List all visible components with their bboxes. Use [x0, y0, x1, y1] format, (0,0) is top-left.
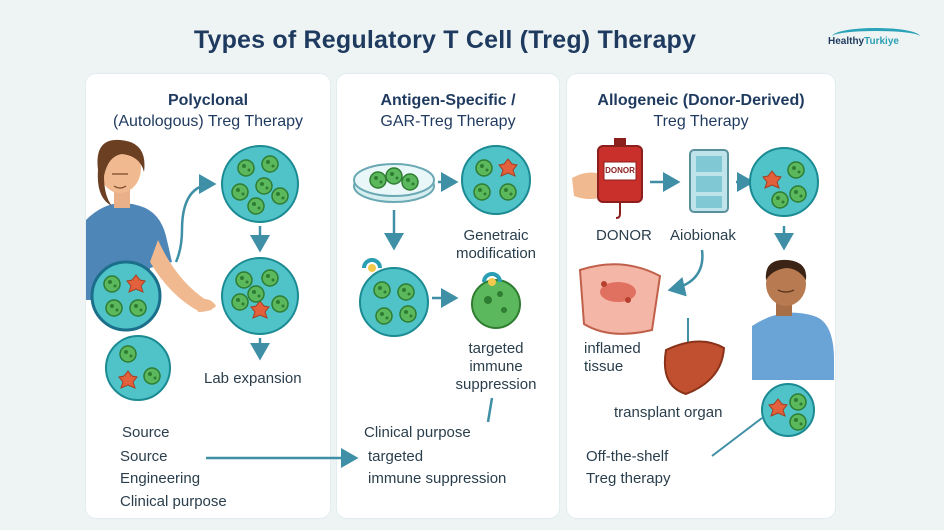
car-receptor-icon: [362, 258, 382, 272]
modified-cells-icon: [461, 145, 531, 215]
label-source-b: Source: [120, 448, 168, 465]
panel3-heading-line1: Allogeneic (Donor-Derived): [597, 92, 805, 109]
liver-organ-icon: [664, 340, 726, 396]
label-biobank: Aiobionak: [670, 227, 736, 244]
label-engineering: Engineering: [120, 470, 201, 487]
car-treg-cell-icon: [471, 272, 521, 329]
biobank-freezer-icon: [689, 149, 729, 213]
label-source-a: Source: [122, 424, 170, 441]
panel3-heading-line2: Treg Therapy: [653, 113, 749, 130]
arrow-to-inflamed-tissue: [667, 249, 704, 297]
panel3-heading: Allogeneic (Donor-Derived) Treg Therapy: [567, 90, 835, 132]
connector-line: [486, 397, 494, 423]
label-genetic-modification: Genetraic modification: [455, 227, 537, 262]
logo-text: HealthyTurkiye: [828, 36, 899, 47]
panel1-heading: Polyclonal (Autologous) Treg Therapy: [86, 90, 330, 132]
blood-sample-icon: [90, 260, 162, 332]
panel2-heading-line1: Antigen-Specific /: [380, 92, 516, 109]
panel2-heading: Antigen-Specific / GAR-Treg Therapy: [337, 90, 559, 132]
logo-arc-icon: [832, 28, 920, 45]
panel2-heading-line2: GAR-Treg Therapy: [380, 113, 516, 130]
label-offshelf-therapy: Off-the-shelf Treg therapy: [586, 448, 671, 487]
label-targeted-suppression: targeted immune suppression: [455, 340, 537, 393]
label-lab-expansion: Lab expansion: [204, 370, 302, 387]
label-bottom-immune-suppression: immune suppression: [368, 470, 507, 487]
label-clinical-purpose-1: Clinical purpose: [120, 493, 227, 510]
petri-dish-icon: [353, 163, 435, 203]
engineered-cells-icon: [359, 267, 429, 337]
infused-donor-cells-icon: [761, 383, 815, 437]
panel1-heading-line1: Polyclonal: [167, 92, 249, 109]
inflamed-tissue-icon: [578, 263, 662, 335]
infused-cells-icon: [105, 335, 171, 401]
connector-line-offshelf: [711, 417, 763, 457]
recipient-patient-icon: [752, 259, 834, 380]
page-title: Types of Regulatory T Cell (Treg) Therap…: [193, 26, 697, 54]
blood-bag-icon: [597, 138, 643, 219]
label-inflamed-tissue: inflamed tissue: [584, 340, 641, 375]
donor-cells-icon: [749, 147, 819, 217]
arrow-patient-to-culture: [174, 174, 217, 263]
label-clinical-purpose-2: Clinical purpose: [364, 424, 471, 441]
label-transplant-organ: transplant organ: [614, 404, 723, 421]
label-donor: DONOR: [596, 227, 652, 244]
expanded-cells-icon: [221, 257, 299, 335]
panel1-heading-line2: (Autologous) Treg Therapy: [112, 113, 304, 130]
cell-culture-dish-icon: [221, 145, 299, 223]
label-bottom-targeted: targeted: [368, 448, 424, 465]
logo: HealthyTurkiye: [826, 26, 926, 56]
blood-bag-label: DONOR: [605, 166, 635, 175]
